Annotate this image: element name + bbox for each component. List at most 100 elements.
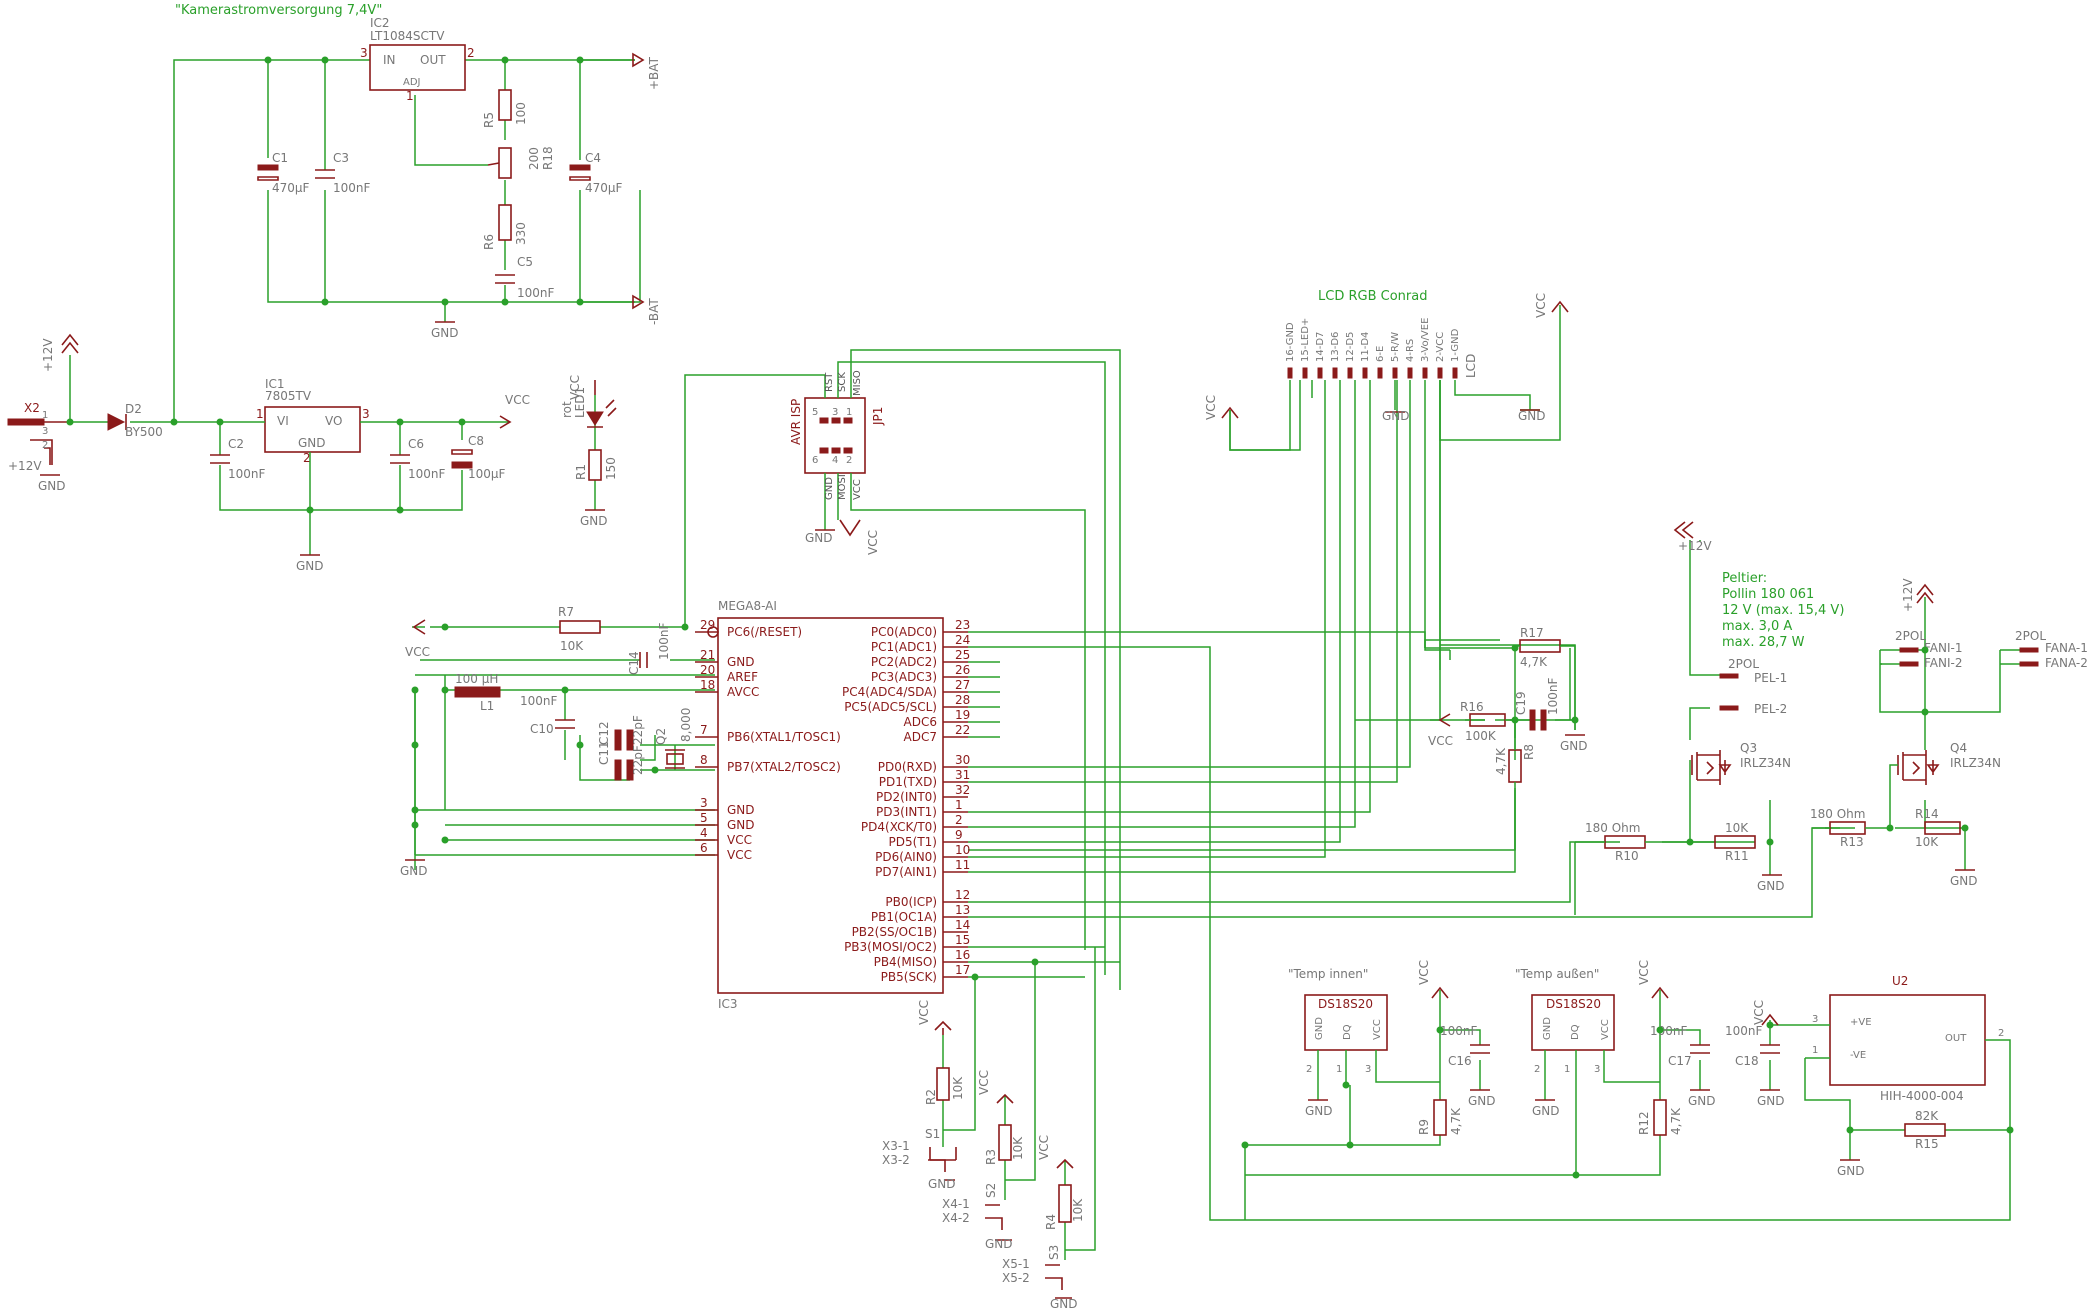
vcc-sensors: VCC VCC bbox=[1417, 960, 1669, 999]
svg-text:VCC: VCC bbox=[1372, 1019, 1383, 1040]
svg-text:VCC: VCC bbox=[917, 1000, 931, 1025]
svg-text:-BAT: -BAT bbox=[647, 298, 661, 325]
svg-text:GND: GND bbox=[805, 531, 833, 545]
svg-text:PD7(AIN1): PD7(AIN1) bbox=[875, 865, 937, 879]
svg-text:X5-2: X5-2 bbox=[1002, 1271, 1030, 1285]
svg-text:FANI-2: FANI-2 bbox=[1924, 656, 1963, 670]
svg-text:GND: GND bbox=[1050, 1297, 1078, 1310]
resistor-r14: R14 10K bbox=[1915, 807, 1961, 849]
svg-text:R6: R6 bbox=[482, 234, 496, 250]
svg-text:29: 29 bbox=[700, 618, 715, 632]
svg-text:GND: GND bbox=[1382, 409, 1410, 423]
svg-text:max. 28,7 W: max. 28,7 W bbox=[1722, 635, 1805, 650]
svg-text:10K: 10K bbox=[1071, 1198, 1085, 1222]
svg-text:VCC: VCC bbox=[1417, 960, 1431, 985]
svg-text:+12V: +12V bbox=[1678, 539, 1712, 553]
svg-text:1: 1 bbox=[955, 798, 963, 812]
peltier-connector: 2POL PEL-1 PEL-2 bbox=[1719, 657, 1787, 716]
gnd-ic1: GND bbox=[296, 554, 324, 573]
lcd-pin: 12-D5 bbox=[1345, 332, 1356, 379]
svg-text:8,000: 8,000 bbox=[679, 708, 693, 742]
svg-text:PD0(RXD): PD0(RXD) bbox=[878, 760, 937, 774]
svg-text:470µF: 470µF bbox=[585, 181, 623, 195]
mcu-left-side-wires bbox=[412, 625, 715, 870]
svg-text:PB6(XTAL1/TOSC1): PB6(XTAL1/TOSC1) bbox=[727, 730, 841, 744]
svg-text:PD1(TXD): PD1(TXD) bbox=[879, 775, 937, 789]
svg-text:4-RS: 4-RS bbox=[1405, 339, 1416, 362]
svg-text:GND: GND bbox=[296, 559, 324, 573]
svg-text:+12V: +12V bbox=[41, 338, 55, 372]
capacitor-c14: C14 100nF bbox=[627, 622, 671, 675]
svg-text:C6: C6 bbox=[408, 437, 424, 451]
svg-text:IC1: IC1 bbox=[265, 377, 285, 391]
svg-text:C16: C16 bbox=[1448, 1054, 1472, 1068]
svg-text:VCC: VCC bbox=[505, 393, 530, 407]
gnd-c19: GND bbox=[1560, 734, 1588, 753]
svg-text:19: 19 bbox=[955, 708, 970, 722]
svg-text:rot: rot bbox=[560, 401, 574, 418]
resistor-r12: R12 4,7K bbox=[1637, 1099, 1683, 1136]
svg-text:2POL: 2POL bbox=[1895, 629, 1926, 643]
sensor-outer: DS18S20 GND DQ VCC "Temp außen" 2 1 3 bbox=[1245, 967, 1701, 1176]
svg-text:GND: GND bbox=[985, 1237, 1013, 1251]
lcd-name: LCD bbox=[1464, 354, 1478, 378]
svg-text:AREF: AREF bbox=[727, 670, 758, 684]
svg-text:2-VCC: 2-VCC bbox=[1435, 332, 1446, 362]
svg-text:C14: C14 bbox=[627, 651, 641, 675]
lcd-pin: 11-D4 bbox=[1360, 332, 1371, 379]
resistor-r15: 82K R15 bbox=[1904, 1109, 1946, 1151]
svg-text:2: 2 bbox=[303, 451, 311, 465]
svg-text:IC2: IC2 bbox=[370, 16, 390, 30]
svg-text:3: 3 bbox=[1812, 1014, 1818, 1025]
svg-text:C5: C5 bbox=[517, 255, 533, 269]
capacitor-c8: C8 100µF bbox=[451, 434, 506, 481]
svg-text:PC2(ADC2): PC2(ADC2) bbox=[871, 655, 937, 669]
svg-text:GND: GND bbox=[727, 655, 755, 669]
svg-text:VCC: VCC bbox=[727, 848, 752, 862]
peltier-note: Peltier: Pollin 180 061 12 V (max. 15,4 … bbox=[1722, 571, 1844, 650]
svg-text:10K: 10K bbox=[560, 639, 584, 653]
svg-text:PC0(ADC0): PC0(ADC0) bbox=[871, 625, 937, 639]
svg-text:330: 330 bbox=[514, 222, 528, 245]
camera-supply-wires bbox=[70, 59, 641, 423]
svg-text:R10: R10 bbox=[1615, 849, 1639, 863]
svg-text:DS18S20: DS18S20 bbox=[1318, 997, 1373, 1011]
svg-text:R4: R4 bbox=[1044, 1214, 1058, 1230]
svg-text:VCC: VCC bbox=[405, 645, 430, 659]
svg-text:3: 3 bbox=[832, 407, 838, 418]
svg-text:3: 3 bbox=[700, 796, 708, 810]
svg-text:22pF: 22pF bbox=[631, 715, 645, 745]
svg-text:ADJ: ADJ bbox=[403, 77, 421, 88]
svg-text:OUT: OUT bbox=[1945, 1033, 1967, 1044]
svg-text:PD2(INT0): PD2(INT0) bbox=[876, 790, 937, 804]
svg-text:3: 3 bbox=[360, 46, 368, 60]
svg-text:4,7K: 4,7K bbox=[1669, 1107, 1683, 1135]
svg-text:R11: R11 bbox=[1725, 849, 1749, 863]
svg-text:R2: R2 bbox=[924, 1089, 938, 1105]
svg-text:"Temp innen": "Temp innen" bbox=[1288, 967, 1368, 981]
svg-text:GND: GND bbox=[928, 1177, 956, 1191]
svg-text:14: 14 bbox=[955, 918, 970, 932]
svg-text:R16: R16 bbox=[1460, 700, 1484, 714]
svg-text:Q4: Q4 bbox=[1950, 741, 1967, 755]
mosfet-q4: Q4 IRLZ34N bbox=[1889, 741, 2001, 828]
svg-text:AVCC: AVCC bbox=[727, 685, 759, 699]
lcd-wires bbox=[1229, 305, 1561, 451]
svg-text:100nF: 100nF bbox=[228, 467, 266, 481]
svg-text:GND: GND bbox=[1305, 1104, 1333, 1118]
svg-text:100: 100 bbox=[514, 102, 528, 125]
svg-text:5: 5 bbox=[812, 407, 818, 418]
svg-text:Pollin 180 061: Pollin 180 061 bbox=[1722, 587, 1814, 602]
trimmer-r18: 200 R18 bbox=[487, 146, 555, 179]
svg-text:BY500: BY500 bbox=[125, 425, 163, 439]
svg-text:10: 10 bbox=[955, 843, 970, 857]
inductor-l1: 100 µH L1 bbox=[454, 672, 501, 713]
